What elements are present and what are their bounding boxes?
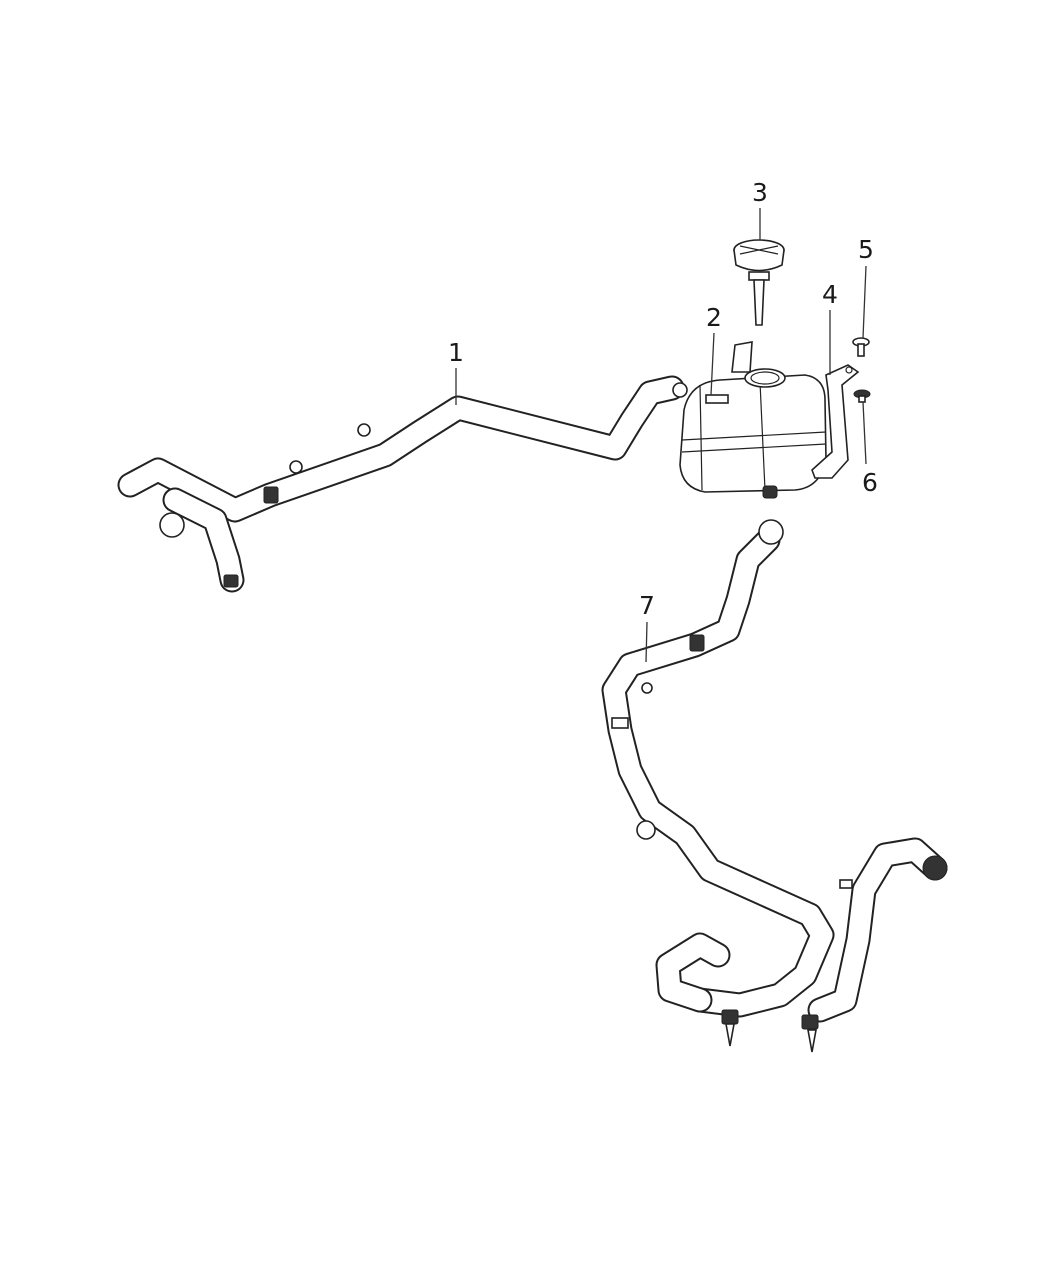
callout-3: 3 — [752, 178, 768, 207]
leader-line-2 — [710, 332, 715, 396]
part-6-nut — [853, 389, 871, 403]
part-2-expansion-tank — [679, 341, 827, 499]
leader-line-5 — [862, 265, 867, 339]
callout-1: 1 — [448, 338, 464, 367]
push-pin-clip — [807, 1029, 817, 1053]
hose-clamp — [801, 1014, 819, 1030]
part-7-hose-assembly — [601, 519, 948, 1053]
hose-clamp — [689, 634, 705, 652]
hose-clip — [839, 879, 853, 889]
part-4-bracket — [811, 364, 860, 479]
callout-7: 7 — [639, 591, 655, 620]
leader-line-6 — [862, 401, 867, 465]
hose-end-connector — [672, 382, 688, 398]
hose-end-connector — [922, 855, 948, 881]
part-1-hose — [117, 375, 688, 593]
part-3-pressure-cap — [733, 239, 785, 326]
callout-4: 4 — [822, 280, 838, 309]
leader-line-7 — [645, 621, 648, 663]
hose-clip — [641, 682, 653, 694]
push-pin-clip — [725, 1023, 735, 1047]
hose-clip — [159, 512, 185, 538]
callout-5: 5 — [858, 235, 874, 264]
hose-clip — [636, 820, 656, 840]
outlet-port — [762, 485, 778, 499]
hose-clamp — [721, 1009, 739, 1025]
hose-end-connector — [758, 519, 784, 545]
callout-2: 2 — [706, 303, 722, 332]
hose-clip — [357, 423, 371, 437]
hose-clip — [289, 460, 303, 474]
hose-end-connector — [223, 574, 239, 588]
hose-clamp — [263, 486, 279, 504]
hose-clip — [611, 717, 629, 729]
callout-6: 6 — [862, 468, 878, 497]
part-5-bolt — [852, 337, 870, 357]
